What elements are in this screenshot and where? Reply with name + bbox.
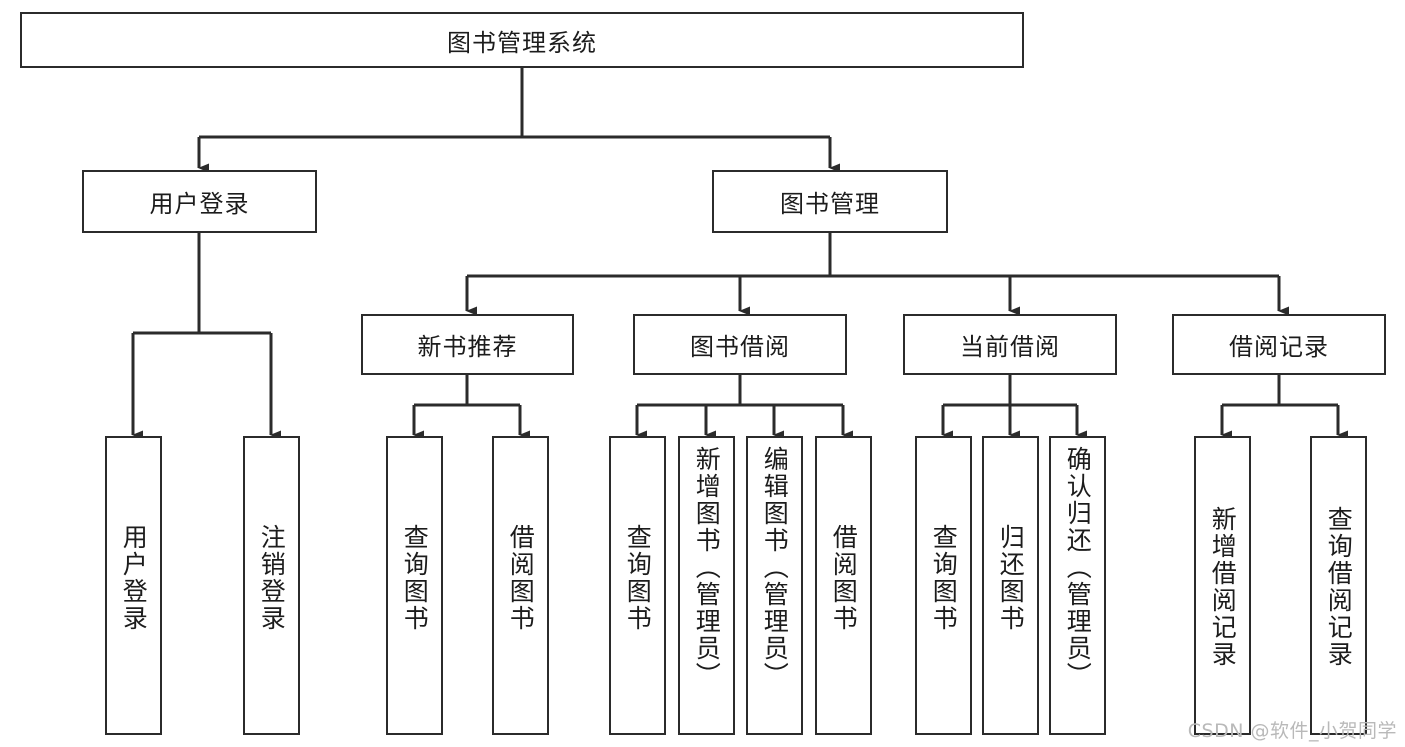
- node-current-borrow[interactable]: 当前借阅: [903, 314, 1117, 375]
- node-label: 新书推荐: [417, 333, 518, 361]
- node-label: 用户登录: [119, 524, 149, 632]
- node-label: 图书管理系统: [447, 28, 597, 57]
- node-label: 查询图书: [623, 524, 653, 632]
- node-label: 借阅图书: [506, 524, 536, 632]
- node-label: 归还图书: [996, 524, 1026, 632]
- leaf-user-login-1[interactable]: 用户登录: [105, 436, 162, 735]
- node-label: 图书管理: [780, 190, 880, 218]
- node-label: 编辑图书（管理员）: [760, 446, 790, 689]
- node-new-book-recommend[interactable]: 新书推荐: [361, 314, 574, 375]
- node-label: 查询图书: [929, 524, 959, 632]
- watermark: CSDN @软件_小贺同学: [1187, 720, 1397, 742]
- leaf-new-book-2[interactable]: 借阅图书: [492, 436, 549, 735]
- node-label: 借阅图书: [829, 524, 859, 632]
- node-label: 新增图书（管理员）: [692, 446, 722, 689]
- leaf-borrow-record-2[interactable]: 查询借阅记录: [1310, 436, 1367, 735]
- leaf-current-borrow-3[interactable]: 确认归还（管理员）: [1049, 436, 1106, 735]
- node-label: 借阅记录: [1229, 333, 1329, 361]
- leaf-current-borrow-1[interactable]: 查询图书: [915, 436, 972, 735]
- node-label: 查询借阅记录: [1324, 506, 1354, 668]
- node-label: 图书借阅: [690, 333, 790, 361]
- leaf-book-borrow-3[interactable]: 编辑图书（管理员）: [746, 436, 803, 735]
- node-book-borrow[interactable]: 图书借阅: [633, 314, 847, 375]
- node-user-login[interactable]: 用户登录: [82, 170, 317, 233]
- node-label: 当前借阅: [960, 333, 1060, 361]
- leaf-current-borrow-2[interactable]: 归还图书: [982, 436, 1039, 735]
- node-root-book-management-system[interactable]: 图书管理系统: [20, 12, 1024, 68]
- node-label: 新增借阅记录: [1208, 506, 1238, 668]
- node-label: 用户登录: [149, 190, 250, 218]
- leaf-borrow-record-1[interactable]: 新增借阅记录: [1194, 436, 1251, 735]
- leaf-new-book-1[interactable]: 查询图书: [386, 436, 443, 735]
- node-label: 查询图书: [400, 524, 430, 632]
- node-borrow-record[interactable]: 借阅记录: [1172, 314, 1386, 375]
- node-book-management[interactable]: 图书管理: [712, 170, 948, 233]
- node-label: 确认归还（管理员）: [1063, 446, 1093, 689]
- leaf-book-borrow-1[interactable]: 查询图书: [609, 436, 666, 735]
- leaf-book-borrow-4[interactable]: 借阅图书: [815, 436, 872, 735]
- leaf-book-borrow-2[interactable]: 新增图书（管理员）: [678, 436, 735, 735]
- leaf-user-login-2[interactable]: 注销登录: [243, 436, 300, 735]
- node-label: 注销登录: [257, 524, 287, 632]
